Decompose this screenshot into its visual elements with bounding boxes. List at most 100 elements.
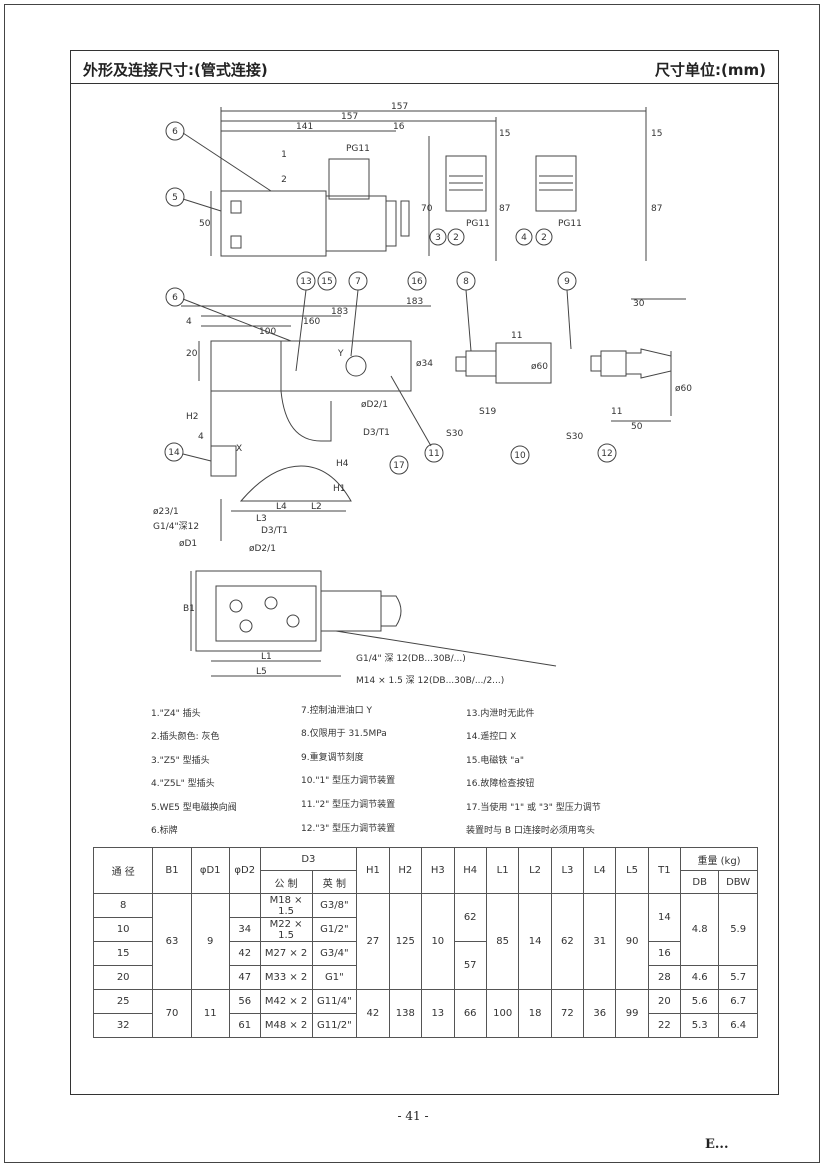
- callout-num-6a: 6: [172, 127, 178, 137]
- dimension-table: 通 径 B1 φD1 φD2 D3 H1 H2 H3 H4 L1 L2 L3 L…: [92, 847, 758, 1038]
- cell-metric: M48 × 2: [259, 1013, 313, 1038]
- dim-s19: S19: [479, 407, 496, 417]
- header-weight: 重量 (kg): [680, 847, 758, 871]
- dim-s30-a: S30: [446, 429, 463, 439]
- callout-num-9: 9: [564, 277, 570, 287]
- page-border: [4, 4, 820, 1163]
- cell-size: 20: [92, 965, 154, 990]
- header-l1: L1: [485, 847, 520, 894]
- cell-h1: 42: [356, 989, 390, 1038]
- callout-g14: G1/4" 深 12(DB...30B/...): [356, 653, 466, 664]
- note-item: 3."Z5" 型插头: [151, 756, 210, 766]
- callout-m14: M14 × 1.5 深 12(DB...30B/.../2...): [356, 675, 504, 686]
- cell-t1: 20: [647, 989, 682, 1014]
- cell-db: 4.8: [680, 893, 720, 966]
- note-item: 8.仅限用于 31.5MPa: [301, 729, 387, 739]
- cell-imperial: G11/2": [311, 1013, 358, 1038]
- callout-num-16: 16: [411, 277, 423, 287]
- cell-d2: 42: [228, 941, 261, 966]
- callout-num-14: 14: [168, 448, 180, 458]
- cell-size: 10: [92, 917, 154, 942]
- dim-183-b: 183: [331, 307, 348, 317]
- cell-imperial: G3/4": [311, 941, 358, 966]
- note-item: 15.电磁铁 "a": [466, 756, 524, 766]
- dim-phid2-a: øD2/1: [361, 400, 388, 410]
- header-d3: D3: [259, 847, 358, 871]
- header-h3: H3: [421, 847, 455, 894]
- cell-t1: 14: [647, 893, 682, 942]
- note-item: 2.插头颜色: 灰色: [151, 732, 220, 742]
- cell-imperial: G1/2": [311, 917, 358, 942]
- dim-l3: L3: [256, 514, 267, 524]
- header-phid2: φD2: [228, 847, 261, 894]
- dim-15-b: 15: [651, 129, 662, 139]
- cell-metric: M33 × 2: [259, 965, 313, 990]
- technical-drawing: 157 157 141 16 PG11 15 15 70 87 87 50 PG…: [153, 102, 692, 686]
- plug-z5: [445, 155, 487, 212]
- dim-157-inner: 157: [341, 112, 358, 122]
- cell-h4: 66: [453, 989, 487, 1038]
- dim-100: 100: [259, 327, 276, 337]
- cell-l4: 31: [583, 893, 617, 990]
- page-number: - 41 -: [397, 1109, 429, 1123]
- dim-157-outer: 157: [391, 102, 408, 112]
- dim-pg11-z5l: PG11: [558, 219, 582, 229]
- cell-h1: 27: [356, 893, 390, 990]
- cell-t1: 16: [647, 941, 682, 966]
- callout-num-2a: 2: [453, 233, 459, 243]
- note-item: 12."3" 型压力调节装置: [301, 824, 396, 834]
- cell-size: 15: [92, 941, 154, 966]
- dim-phid1: øD1: [179, 539, 197, 549]
- table-row: 8 63 9 M18 × 1.5 G3/8" 27 125 10 62 85 1…: [92, 893, 758, 990]
- note-item: 4."Z5L" 型插头: [151, 779, 215, 789]
- header-h4: H4: [453, 847, 487, 894]
- brand-logo: E...: [705, 1137, 729, 1152]
- callout-num-2b: 2: [541, 233, 547, 243]
- callout-num-15: 15: [321, 277, 332, 287]
- port-y: [345, 355, 367, 377]
- callout-num-7: 7: [355, 277, 361, 287]
- cell-h4: 57: [453, 941, 487, 990]
- cell-db: 4.6: [680, 965, 720, 990]
- note-item: 6.标牌: [151, 826, 178, 836]
- cell-h3: 10: [421, 893, 455, 990]
- header-l2: L2: [518, 847, 552, 894]
- dim-b1: B1: [183, 604, 195, 614]
- dim-30: 30: [633, 299, 645, 309]
- plug-z5l: [535, 155, 577, 212]
- document-frame: 外形及连接尺寸:(管式连接) 尺寸单位:(mm): [70, 50, 779, 1095]
- plug-top: [328, 158, 370, 200]
- dim-l5: L5: [256, 667, 267, 677]
- cell-t1: 28: [647, 965, 682, 990]
- cell-b1: 70: [152, 989, 192, 1038]
- cell-dbw: 6.7: [718, 989, 758, 1014]
- note-item: 1."Z4" 插头: [151, 709, 201, 719]
- cell-l2: 14: [518, 893, 552, 990]
- cell-imperial: G11/4": [311, 989, 358, 1014]
- dim-11-a: 11: [511, 331, 522, 341]
- dim-h1: H1: [333, 484, 346, 494]
- cell-t1: 22: [647, 1013, 682, 1038]
- header-l4: L4: [583, 847, 617, 894]
- cell-l3: 72: [550, 989, 585, 1038]
- dim-4-b: 4: [198, 432, 204, 442]
- cell-size: 32: [92, 1013, 154, 1038]
- cell-l2: 18: [518, 989, 552, 1038]
- callout-num-12: 12: [601, 449, 612, 459]
- dim-y: Y: [337, 349, 344, 359]
- cell-h2: 125: [388, 893, 423, 990]
- cell-metric: M27 × 2: [259, 941, 313, 966]
- cell-h3: 13: [421, 989, 455, 1038]
- dim-phi60-b: ø60: [675, 384, 692, 394]
- dim-16: 16: [393, 122, 405, 132]
- note-item: 10."1" 型压力调节装置: [301, 776, 396, 786]
- dim-pg11-top: PG11: [346, 144, 370, 154]
- section-header: 外形及连接尺寸:(管式连接) 尺寸单位:(mm): [71, 51, 778, 84]
- cell-dbw: 5.9: [718, 893, 758, 966]
- dim-11-b: 11: [611, 407, 622, 417]
- note-item: 13.内泄时无此件: [466, 709, 535, 719]
- dim-d3t1-a: D3/T1: [363, 428, 390, 438]
- callout-num-5: 5: [172, 193, 178, 203]
- cell-dbw: 6.4: [718, 1013, 758, 1038]
- header-b1: B1: [152, 847, 192, 894]
